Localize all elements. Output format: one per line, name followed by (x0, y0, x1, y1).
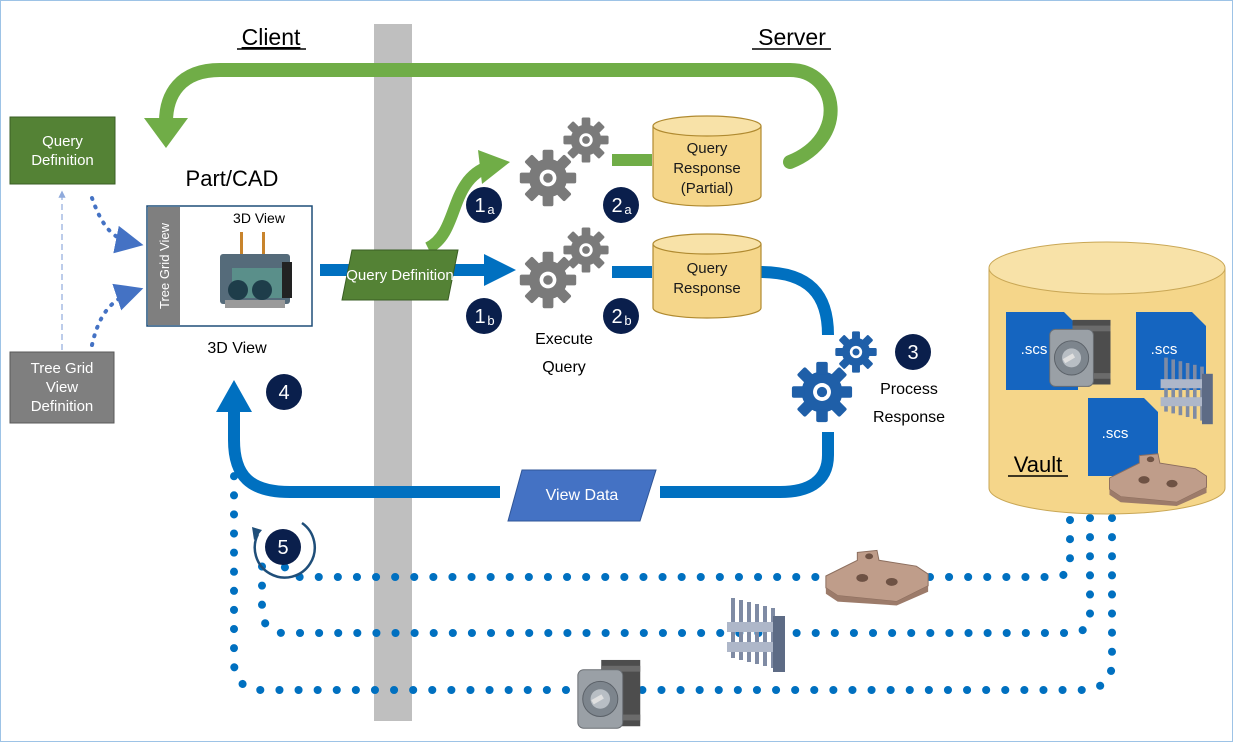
gear-icon (563, 227, 609, 273)
green-return-arrowhead (144, 118, 188, 148)
blue-response-path (759, 266, 834, 336)
query-response-db (652, 233, 762, 319)
query-definition-box (9, 116, 116, 185)
svg-text:3: 3 (907, 342, 918, 364)
step-badge-3: 3 (895, 334, 931, 370)
dotted-tree-link (90, 283, 144, 347)
panel-3d-view-caption: 3D View (207, 340, 267, 357)
step-badge-2a: 2 a (603, 187, 639, 223)
svg-text:2: 2 (611, 195, 622, 217)
query-definition-box-label: Query Definition (31, 132, 94, 169)
svg-text:b: b (624, 313, 631, 328)
dotted-query-link (90, 196, 144, 254)
svg-text:2: 2 (611, 306, 622, 328)
refresh-cycle-icon (253, 521, 316, 579)
client-server-divider (374, 24, 412, 721)
gear-icon (791, 361, 853, 423)
tree-grid-view-definition-label: Tree Grid View Definition (30, 360, 94, 415)
gear-icon (519, 251, 577, 309)
tree-grid-view-tab (148, 207, 180, 325)
step-badge-4: 4 (266, 374, 302, 410)
svg-text:.scs: .scs (1021, 341, 1048, 358)
panel-3d-view-label: 3D View (233, 210, 286, 226)
blue-return-arrowhead (216, 380, 252, 412)
step-badge-1b: 1 b (466, 298, 502, 334)
svg-text:a: a (624, 202, 632, 217)
client-heading: Client (242, 24, 301, 50)
blue-return-path-left (228, 412, 500, 498)
query-definition-shape-label: Query Definition (346, 266, 454, 284)
tree-grid-view-definition-box (9, 351, 115, 424)
step-badge-1a: 1 a (466, 187, 502, 223)
query-response-label: Query Response (673, 260, 741, 297)
gear-icon (519, 149, 577, 207)
view-data-shape (507, 469, 657, 522)
step-badge-2b: 2 b (603, 298, 639, 334)
query-response-partial-label: Query Response (Partial) (673, 140, 741, 197)
view-data-label: View Data (545, 486, 619, 504)
svg-text:.scs: .scs (1151, 341, 1178, 358)
cad-assembly-thumbnail (220, 232, 292, 308)
green-branch-arrow (424, 160, 493, 254)
process-response-line2: Response (873, 409, 945, 426)
motor-part-icon (1049, 319, 1111, 387)
part-cad-title: Part/CAD (186, 166, 279, 191)
process-response-line1: Process (880, 381, 938, 398)
svg-text:b: b (487, 313, 494, 328)
svg-text:4: 4 (278, 382, 289, 404)
step-badge-5: 5 (252, 521, 316, 579)
svg-text:.scs: .scs (1102, 425, 1129, 442)
svg-text:1: 1 (474, 195, 485, 217)
streamed-motor-icon (577, 659, 641, 729)
blue-return-path-right (660, 432, 834, 498)
blue-query-arrowhead (484, 254, 516, 286)
server-heading: Server (758, 24, 826, 50)
query-response-partial-db (652, 115, 762, 207)
vault-label: Vault (1014, 452, 1063, 477)
gear-icon (563, 117, 609, 163)
execute-query-line2: Query (542, 359, 586, 376)
svg-text:a: a (487, 202, 495, 217)
query-definition-shape (341, 249, 459, 301)
vault-stream-dots (230, 451, 1116, 694)
svg-text:5: 5 (277, 537, 288, 559)
execute-query-line1: Execute (535, 331, 593, 348)
tree-grid-view-tab-label: Tree Grid View (157, 222, 172, 309)
gear-icon (835, 331, 877, 373)
svg-text:1: 1 (474, 306, 485, 328)
streamed-bracket-icon (825, 549, 929, 606)
green-return-arrow (159, 63, 838, 169)
green-branch-arrowhead (478, 150, 510, 184)
